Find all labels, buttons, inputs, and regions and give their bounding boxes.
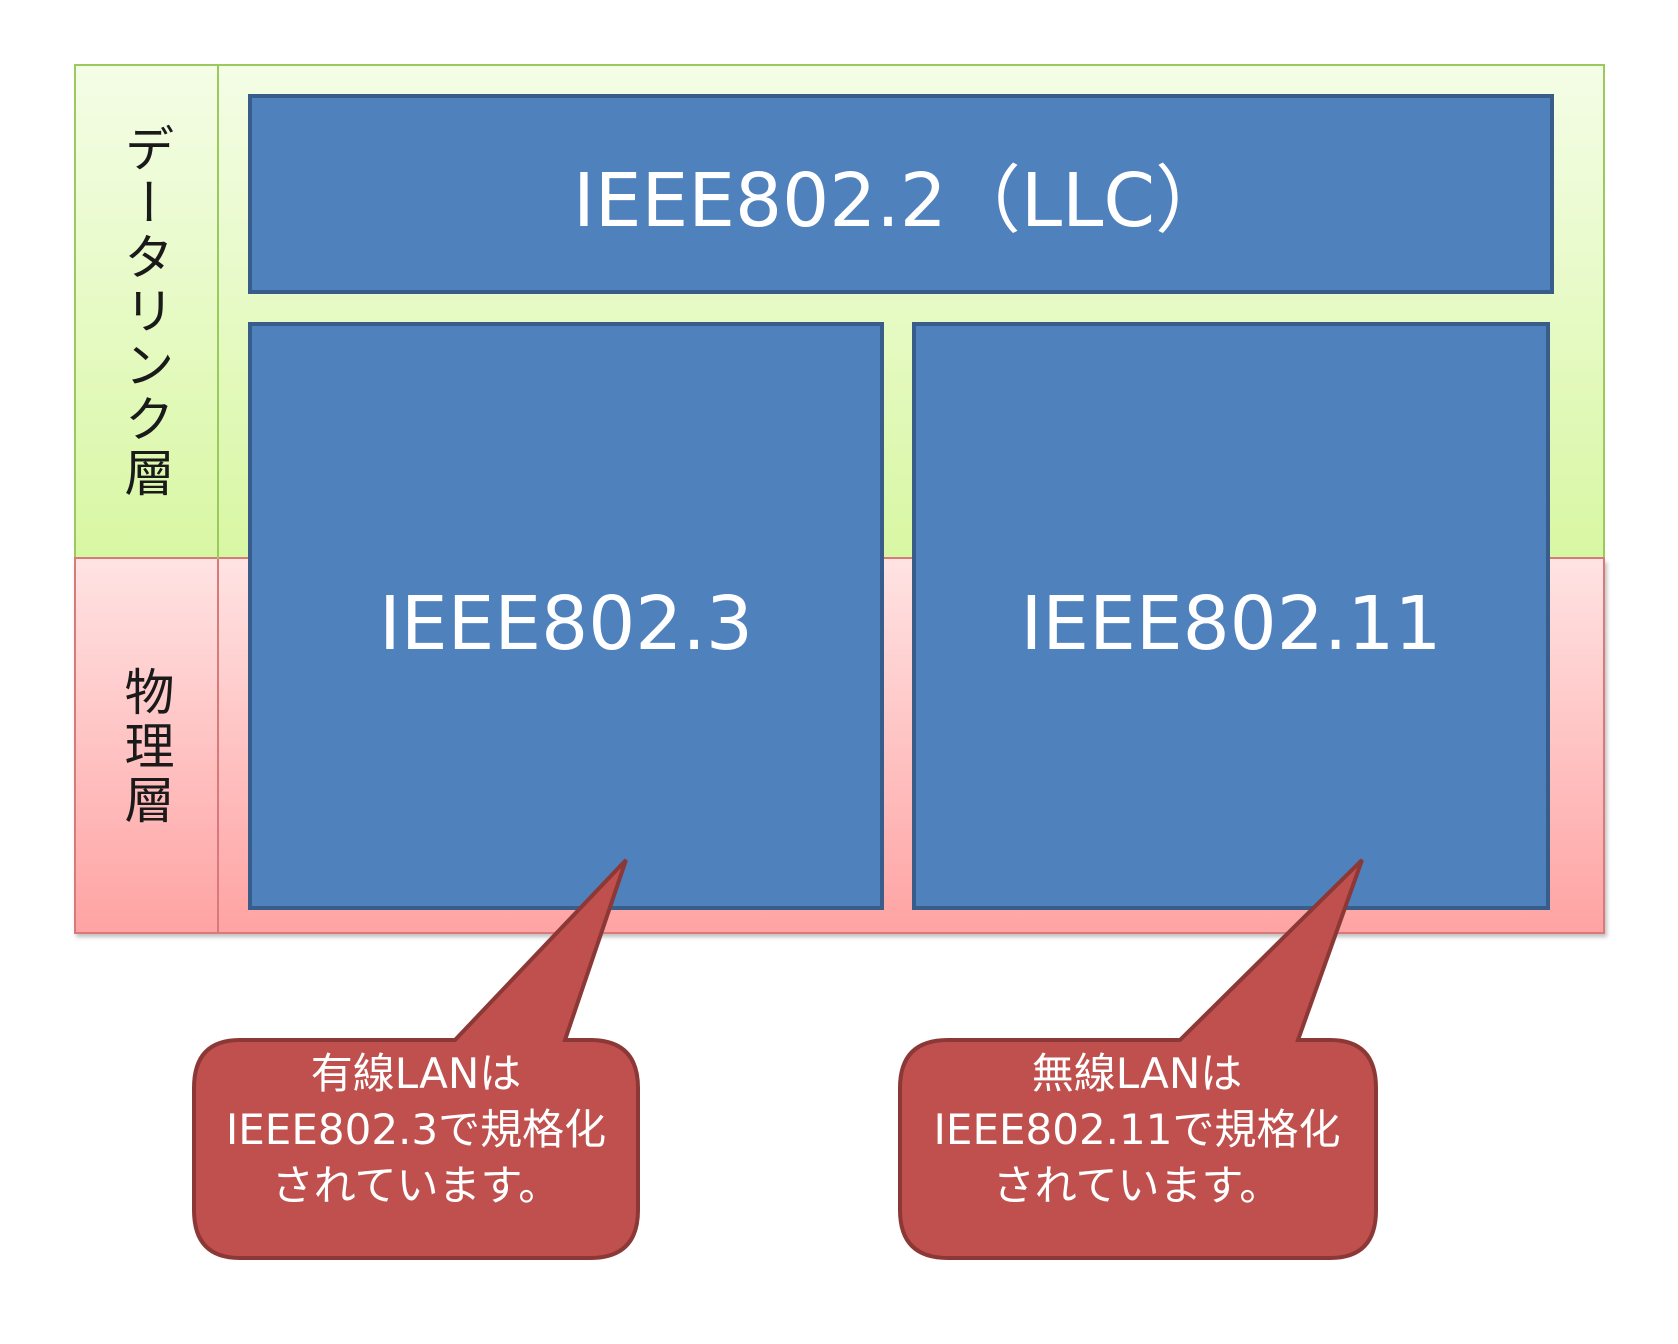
label-column-divider-top [217, 64, 219, 559]
ieee8022-llc-label: IEEE802.2（LLC） [572, 157, 1230, 244]
wired-callout-bubble [192, 858, 640, 1260]
ieee80211-label: IEEE802.11 [1020, 581, 1442, 667]
ieee8022-llc-box: IEEE802.2（LLC） [248, 94, 1554, 294]
wired-callout-text: 有線LANは IEEE802.3で規格化 されています。 [225, 1049, 607, 1210]
ieee8023-box: IEEE802.3 [248, 322, 884, 910]
ieee80211-box: IEEE802.11 [912, 322, 1550, 910]
label-column-divider-bottom [217, 559, 219, 934]
wireless-callout-bubble [898, 858, 1378, 1260]
ieee8023-label: IEEE802.3 [379, 581, 753, 667]
physical-layer-label: 物理層 [116, 665, 175, 828]
datalink-layer-label: データリンク層 [116, 122, 175, 501]
wireless-callout-text: 無線LANは IEEE802.11で規格化 されています。 [933, 1049, 1341, 1210]
